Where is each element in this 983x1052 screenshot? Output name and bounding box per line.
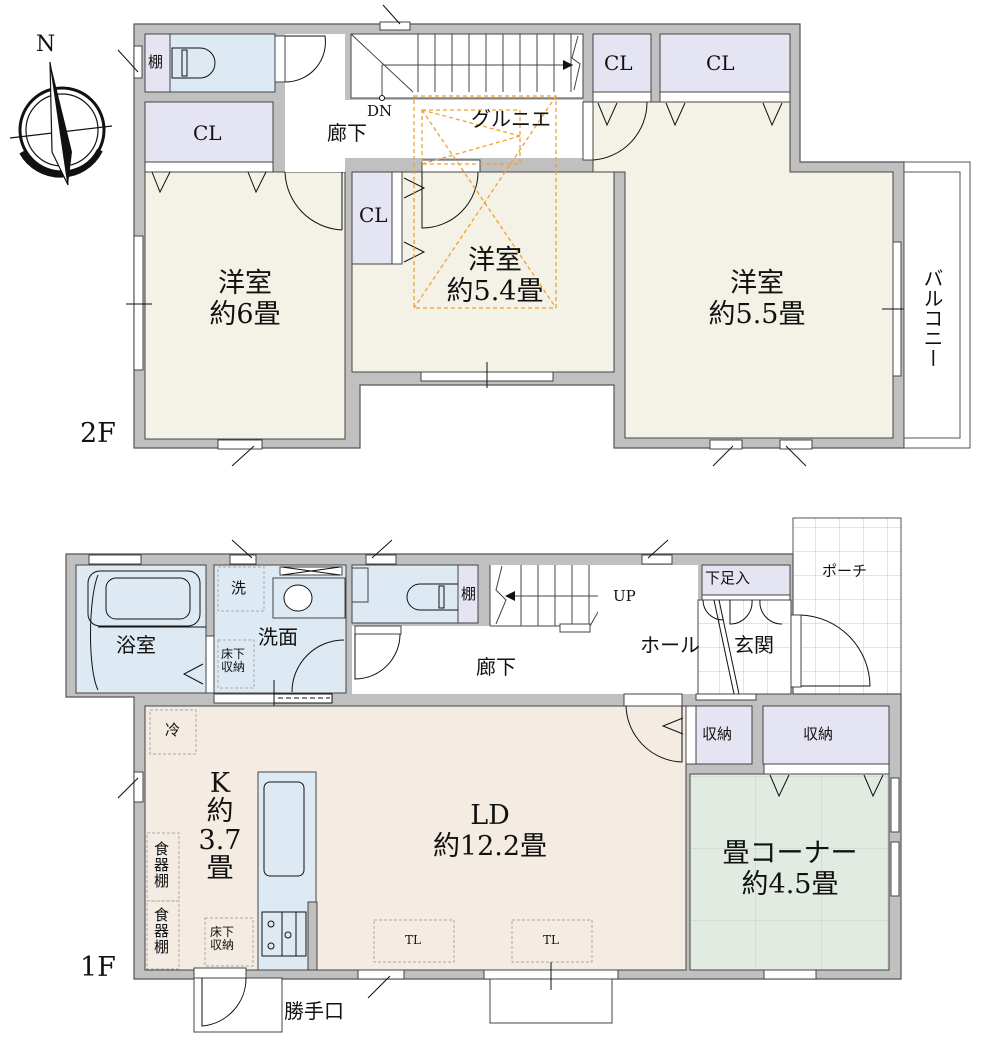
closet-label: CL: [193, 121, 222, 145]
loft-label: グルニエ: [471, 107, 551, 131]
storage-small-label: 収納: [702, 725, 733, 743]
compass-north-label: N: [36, 32, 56, 57]
room-name-tatami-corner: 畳コーナー 約4.5畳: [722, 838, 858, 901]
room-name-washroom: 洗面: [258, 625, 298, 649]
room-name-western-east: 洋室 約5.5畳: [708, 268, 806, 331]
first-floor: [65, 517, 902, 1033]
loft-outline: [413, 95, 557, 309]
hall-label: ホール: [640, 633, 700, 657]
room-name-bath: 浴室: [116, 633, 156, 657]
entrance-label: 玄関: [734, 633, 774, 657]
cupboard-label: 食 器 棚: [154, 840, 170, 890]
tv-label: TL: [543, 933, 559, 947]
porch-label: ポーチ: [822, 562, 868, 580]
toilet-shelf-label-1f: 棚: [461, 585, 477, 603]
stairs-up-label: UP: [613, 587, 636, 605]
room-name-western-center: 洋室 約5.4畳: [446, 245, 544, 308]
underfloor-storage-wash: 床下 収納: [221, 647, 246, 675]
closet-label: CL: [604, 51, 633, 75]
hallway-label-1f: 廊下: [476, 655, 516, 679]
underfloor-storage-kitchen: 床下 収納: [210, 925, 235, 953]
tv-label: TL: [405, 933, 421, 947]
room-name-kitchen: K 約 3.7 畳: [198, 768, 242, 885]
floor-label-1f: 1F: [80, 952, 116, 983]
closet-label: CL: [706, 51, 735, 75]
hallway-label-2f: 廊下: [327, 121, 367, 145]
washer-label: 洗: [231, 579, 247, 597]
closet-label: CL: [359, 203, 388, 227]
room-name-living-dining: LD 約12.2畳: [432, 800, 548, 863]
stairs-down-label: DN: [367, 102, 393, 120]
shoe-storage-label: 下足入: [705, 569, 751, 587]
toilet-shelf-label-2f: 棚: [148, 53, 164, 71]
second-floor: [117, 4, 971, 467]
compass-icon: [9, 61, 113, 186]
balcony-label: バルコニー: [920, 268, 944, 368]
service-door-label: 勝手口: [284, 999, 344, 1023]
cupboard-label: 食 器 棚: [154, 906, 170, 956]
fridge-label: 冷: [165, 721, 181, 739]
room-name-western-west: 洋室 約6畳: [209, 268, 281, 331]
storage-large-label: 収納: [803, 725, 834, 743]
floor-label-2f: 2F: [80, 418, 116, 449]
